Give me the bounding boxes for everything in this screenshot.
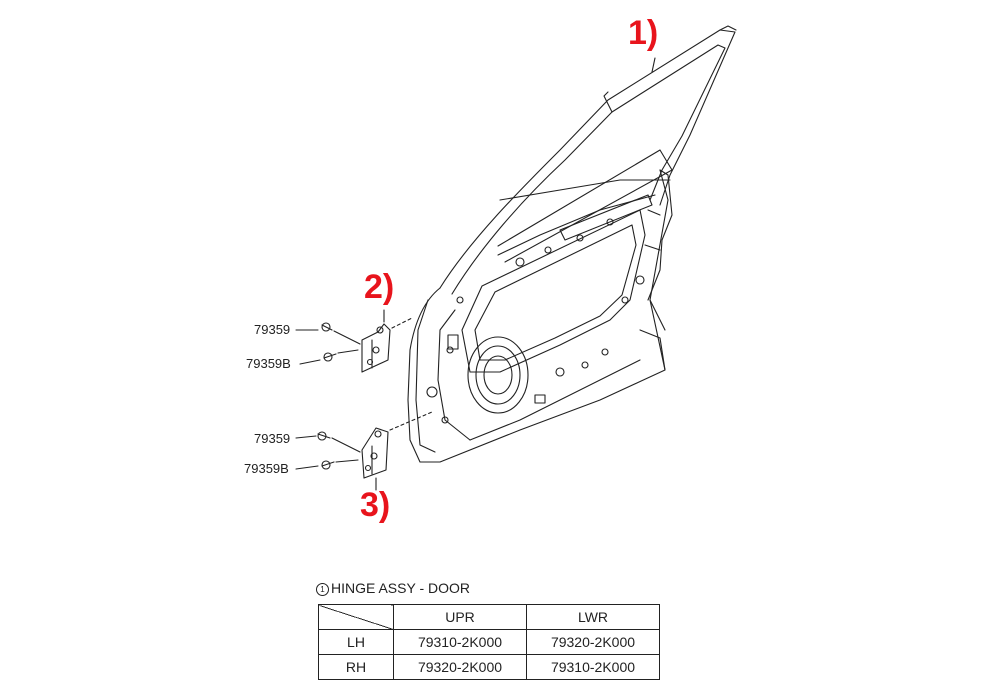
callout-lower-hinge: 3): [360, 486, 391, 524]
table-cell: 79310-2K000: [526, 654, 660, 680]
part-label-lower-bolt-b: 79359B: [244, 461, 289, 476]
door-window-frame-outer: [439, 29, 736, 289]
table-cell: 79310-2K000: [393, 629, 527, 655]
door-window-frame-inner: [451, 44, 726, 295]
callout-upper-hinge: 2): [364, 268, 395, 306]
table-corner-cell: [318, 604, 394, 630]
table-cell: 79320-2K000: [393, 654, 527, 680]
reference-mark: 1: [316, 583, 329, 596]
table-title-text: HINGE ASSY - DOOR: [331, 580, 470, 596]
callout-door: 1): [628, 14, 659, 52]
upper-bolt: [321, 322, 333, 332]
table-row-label: LH: [318, 629, 394, 655]
callout-1-leader: [651, 57, 656, 73]
door-inner-opening: [461, 209, 646, 373]
hinge-part-table: UPR LWR LH 79310-2K000 79320-2K000 RH 79…: [318, 604, 660, 680]
lower-bolt: [317, 431, 331, 441]
lower-hinge-part: [361, 427, 389, 479]
table-header-row: UPR LWR: [318, 604, 660, 630]
part-label-upper-bolt: 79359: [254, 322, 291, 337]
table-cell: 79320-2K000: [526, 629, 660, 655]
door-outer-panel: [407, 169, 669, 463]
table-header-lwr: LWR: [526, 604, 660, 630]
table-header-upr: UPR: [393, 604, 527, 630]
speaker-opening: [467, 336, 529, 414]
table-row-label: RH: [318, 654, 394, 680]
part-label-lower-bolt: 79359: [254, 431, 291, 446]
table-row: LH 79310-2K000 79320-2K000: [318, 629, 660, 655]
part-label-upper-bolt-b: 79359B: [246, 356, 291, 371]
table-row: RH 79320-2K000 79310-2K000: [318, 654, 660, 680]
upper-hinge-part: [361, 323, 391, 373]
upper-bolt-b: [323, 352, 337, 362]
lower-bolt-b: [321, 460, 335, 470]
